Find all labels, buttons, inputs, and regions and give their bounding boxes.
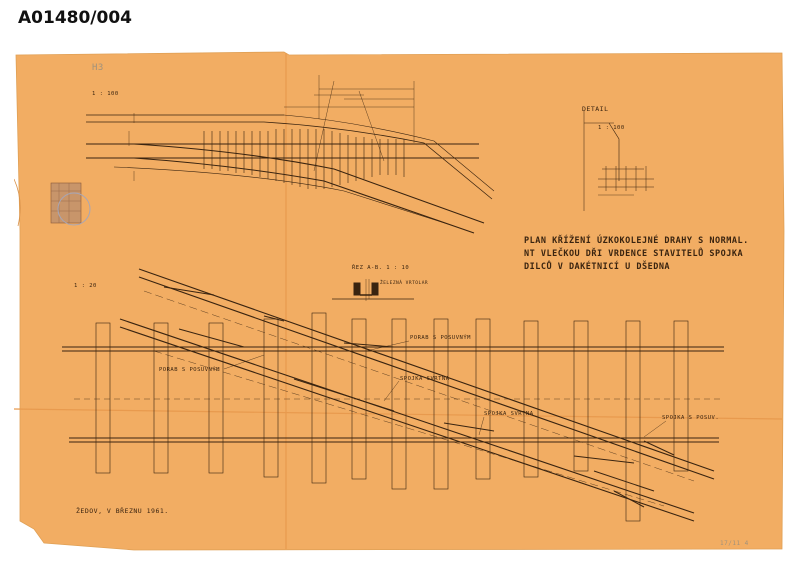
title-line-3: DILCŮ V DAKÉTNICÍ U DŠEDNA [524,262,671,272]
section-ab-label: ŘEZ A-B. 1 : 10 [352,265,410,271]
callout-porab-left: PORAB S POSUVNÝM [159,367,220,373]
scale-main-label: 1 : 20 [74,283,97,289]
main-plan-drawing [62,268,724,522]
pencil-mark: H3 [92,63,104,73]
paper-sheet [15,51,785,551]
scale-top-label: 1 : 100 [92,91,119,97]
section-ab-sublabel: ŽELEZNÁ VRTOLAR [380,281,429,286]
callout-porab-top: PORAB S POSUVNÝM [410,335,471,341]
document-id: A01480/004 [18,8,132,28]
technical-drawing [14,51,785,551]
detail-label: DETAIL [582,105,609,113]
title-line-2: NT VLEČKOU DŘI VRDENCE STAVITELŮ SPOJKA [524,249,744,259]
callout-spojka-2: SPOJKA SVRTNA [484,411,534,417]
archive-stamp [50,182,91,226]
callout-porab-right: SPOJKA S POSUV. [662,415,720,421]
fold-line-horizontal [14,408,783,420]
callout-spojka-1: SPOJKA SVRTNA [400,376,450,382]
section-ab-drawing [332,279,414,301]
title-line-1: PLAN KŘÍŽENÍ ÚZKOKOLEJNÉ DRAHY S NORMAL. [524,236,749,246]
footer-pencil-mark: 17/11 4 [720,540,749,547]
top-plan-drawing [86,75,495,234]
detail-scale-label: 1 : 100 [598,125,625,131]
place-date-label: ŽEDOV, V BŘEZNU 1961. [76,507,169,515]
detail-drawing [583,111,654,211]
drawing-sheet: H3 1 : 100 DETAIL 1 : 100 PLAN KŘÍŽENÍ Ú… [14,51,785,551]
